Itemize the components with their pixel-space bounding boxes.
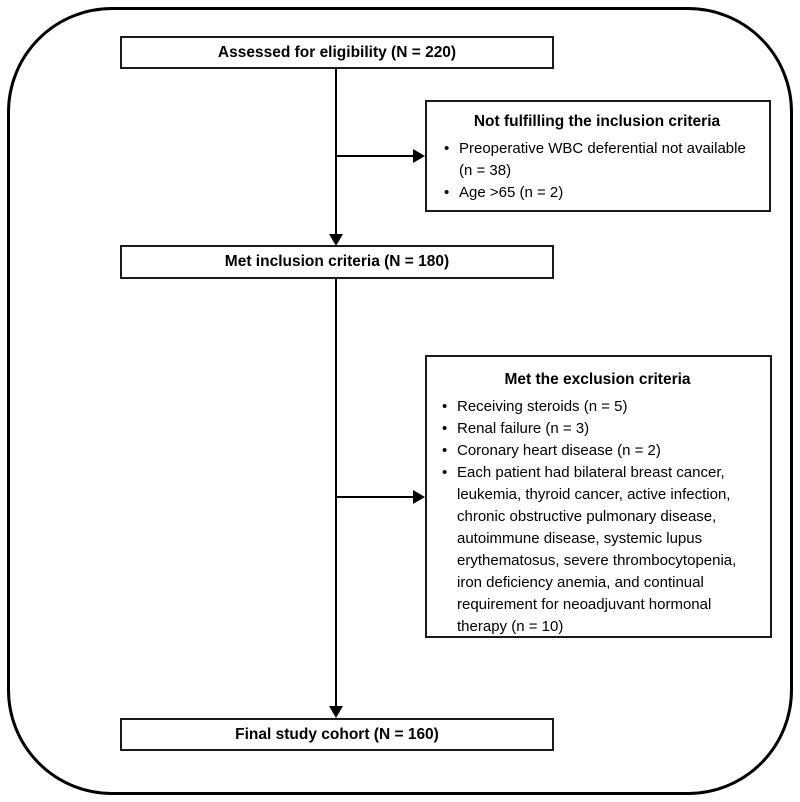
list-item: Preoperative WBC deferential not availab…: [439, 138, 755, 182]
box-met-exclusion-criteria: Met the exclusion criteria Receiving ste…: [425, 355, 772, 638]
connector-assessed-to-inclusion: [335, 69, 337, 235]
arrowhead-right-icon: [413, 149, 425, 163]
list-item: Renal failure (n = 3): [437, 418, 758, 440]
exclusion-title: Met the exclusion criteria: [504, 371, 691, 388]
box-not-fulfilling-inclusion-criteria: Not fulfilling the inclusion criteria Pr…: [425, 100, 771, 212]
box-inclusion-label: Met inclusion criteria (N = 180): [224, 253, 450, 270]
exclusion-list: Receiving steroids (n = 5) Renal failure…: [437, 396, 758, 638]
outer-rounded-border: [7, 7, 793, 795]
arrowhead-right-icon: [413, 490, 425, 504]
arrowhead-down-icon: [329, 234, 343, 246]
list-item: Coronary heart disease (n = 2): [437, 440, 758, 462]
connector-inclusion-to-final: [335, 279, 337, 706]
not-fulfilling-list: Preoperative WBC deferential not availab…: [439, 138, 755, 204]
arrowhead-down-icon: [329, 706, 343, 718]
box-met-inclusion-criteria: Met inclusion criteria (N = 180): [120, 245, 554, 279]
connector-branch-exclusion: [336, 496, 413, 498]
box-final-study-cohort: Final study cohort (N = 160): [120, 718, 554, 751]
not-fulfilling-title: Not fulfilling the inclusion criteria: [473, 113, 721, 130]
box-final-label: Final study cohort (N = 160): [235, 725, 439, 743]
list-item: Age >65 (n = 2): [439, 182, 755, 204]
list-item: Each patient had bilateral breast cancer…: [437, 462, 758, 638]
list-item: Receiving steroids (n = 5): [437, 396, 758, 418]
connector-branch-not-fulfilling: [336, 155, 413, 157]
box-assessed-label: Assessed for eligibility (N = 220): [217, 43, 457, 61]
box-assessed-for-eligibility: Assessed for eligibility (N = 220): [120, 36, 554, 69]
